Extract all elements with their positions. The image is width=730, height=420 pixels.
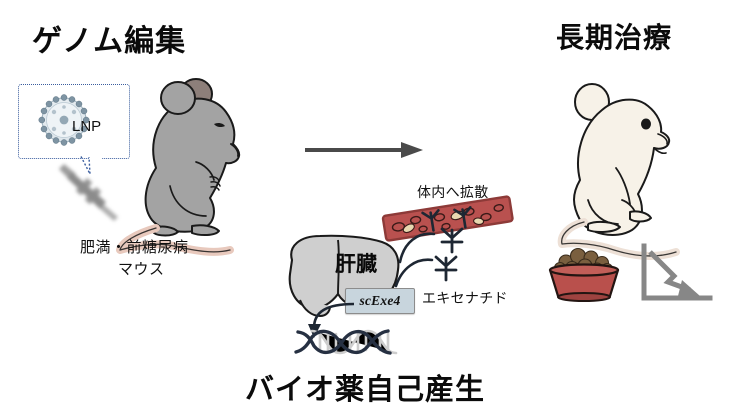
label-spread-in-body: 体内へ拡散 xyxy=(417,185,489,201)
title-genome-editing: ゲノム編集 xyxy=(32,24,187,59)
decreasing-trend-chart xyxy=(641,243,713,301)
obese-prediabetic-mouse-illustration xyxy=(116,78,241,256)
dna-double-helix-icon xyxy=(294,329,398,355)
syringe-injection-icon xyxy=(59,164,118,221)
gene-cassette-label: scExe4 xyxy=(359,293,401,308)
lnp-nanoparticle-icon xyxy=(38,94,90,146)
blood-vessel-illustration xyxy=(381,195,514,242)
label-liver: 肝臓 xyxy=(335,252,377,276)
lnp-label: LNP xyxy=(72,118,102,135)
drug-secretion-arrows xyxy=(394,227,464,288)
process-arrow-right xyxy=(305,142,423,158)
treated-mouse-illustration xyxy=(557,83,680,260)
mouse-caption-line-1: 肥満・前糖尿病 xyxy=(80,238,189,256)
speech-bubble-tail xyxy=(80,156,104,175)
label-exenatide: エキセナチド xyxy=(422,291,508,307)
caption-bio-drug-self-production: バイオ薬自己産生 xyxy=(244,372,485,406)
gene-cassette-box: scExe4 xyxy=(345,288,415,314)
mouse-caption-line-2: マウス xyxy=(118,260,165,278)
food-bowl-icon xyxy=(548,247,620,302)
title-long-term-treatment: 長期治療 xyxy=(556,21,673,54)
